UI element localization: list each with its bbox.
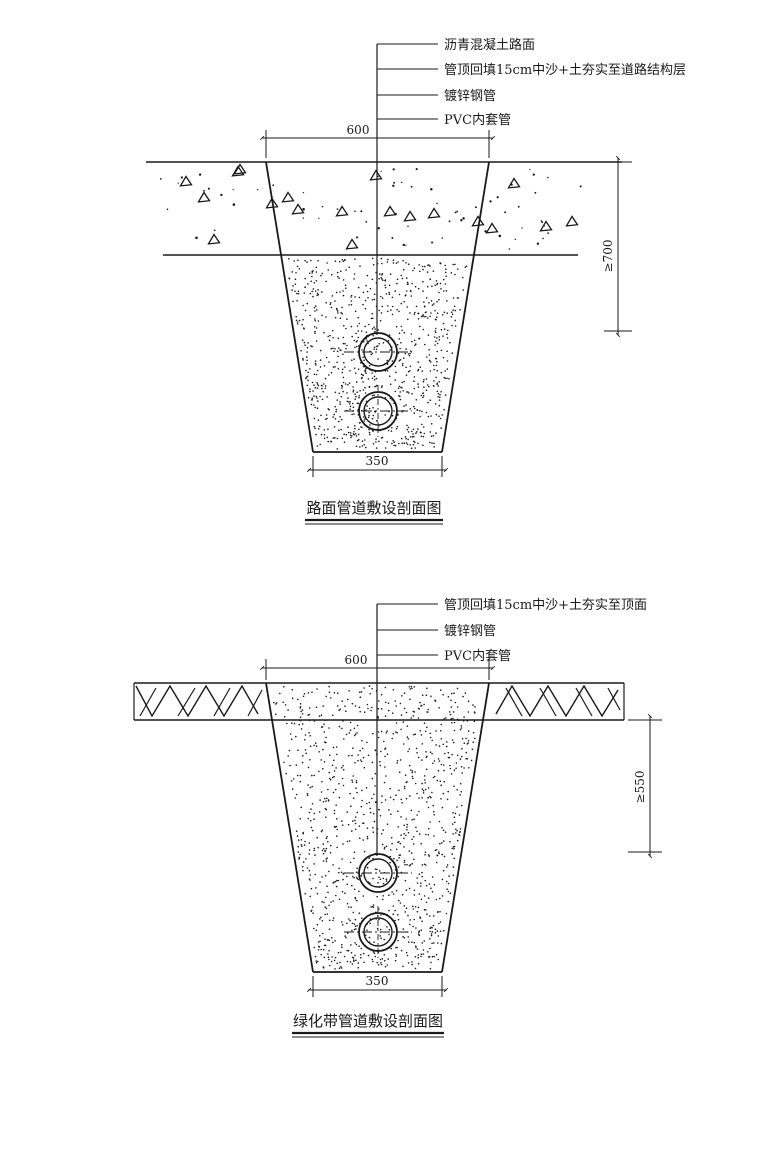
leader-label-pvc-pipe: PVC内套管 xyxy=(444,648,511,664)
depth-label: ≥700 xyxy=(601,240,615,273)
depth-label: ≥550 xyxy=(633,771,647,804)
trench-left-wall xyxy=(265,682,314,973)
galvanized-steel-pipe xyxy=(344,853,412,893)
top-width-label: 600 xyxy=(345,653,368,667)
sand-fill-hatch xyxy=(288,257,468,450)
leader-label-backfill: 管顶回填15cm中沙+土夯实至顶面 xyxy=(444,598,647,613)
pvc-inner-pipe xyxy=(344,385,412,437)
leader-label-steel-pipe: 镀锌钢管 xyxy=(444,623,496,639)
asphalt-aggregate-hatch xyxy=(159,163,582,250)
road-section-title: 路面管道敷设剖面图 xyxy=(306,499,441,517)
trench-right-wall xyxy=(441,682,490,973)
leader-label-pvc-pipe: PVC内套管 xyxy=(444,112,511,128)
soil-hatch-left xyxy=(135,684,263,718)
bottom-width-label: 350 xyxy=(366,454,389,468)
trench-right-wall xyxy=(441,161,490,453)
road-section: 沥青混凝土路面 管顶回填15cm中沙+土夯实至道路结构层 镀锌钢管 PVC内套管… xyxy=(146,37,686,525)
top-width-label: 600 xyxy=(347,123,370,137)
bottom-width-label: 350 xyxy=(366,974,389,988)
leader-label-backfill: 管顶回填15cm中沙+土夯实至道路结构层 xyxy=(444,62,686,78)
galvanized-steel-pipe xyxy=(344,332,412,372)
soil-hatch-right xyxy=(495,684,621,718)
leader-label-steel-pipe: 镀锌钢管 xyxy=(444,88,496,104)
sand-fill-hatch xyxy=(273,685,476,970)
trench-left-wall xyxy=(265,161,314,453)
green-belt-section: 管顶回填15cm中沙+土夯实至顶面 镀锌钢管 PVC内套管 600 350 ≥5… xyxy=(133,598,662,1038)
pvc-inner-pipe xyxy=(344,906,412,958)
leader-label-asphalt: 沥青混凝土路面 xyxy=(444,37,535,53)
green-section-title: 绿化带管道敷设剖面图 xyxy=(293,1012,443,1030)
